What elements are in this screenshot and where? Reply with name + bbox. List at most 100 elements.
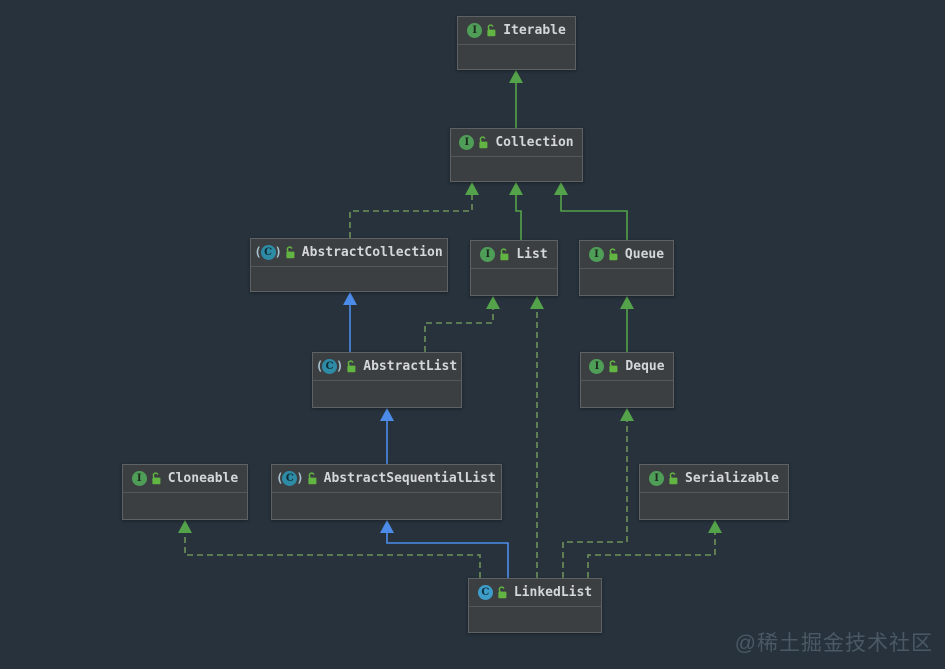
interface-icon: I <box>467 23 483 38</box>
public-unlocked-icon <box>609 360 618 373</box>
class-name-label: Cloneable <box>167 471 239 486</box>
abstract-paren-left: ( <box>254 245 262 259</box>
class-icon: C <box>477 585 493 600</box>
edge-abstract-collection-implements-collection <box>349 195 473 238</box>
arrowhead-list-to-collection <box>509 182 523 195</box>
abstract-class-icon: (C) <box>276 471 304 486</box>
class-node-list[interactable]: I List <box>470 240 558 296</box>
node-header[interactable]: C LinkedList <box>469 579 601 607</box>
abstract-paren-left: ( <box>315 359 324 373</box>
class-node-serializable[interactable]: I Serializable <box>639 464 789 520</box>
public-unlocked-icon <box>347 360 356 373</box>
icon-group: (C) <box>254 245 295 260</box>
node-header[interactable]: I Cloneable <box>123 465 247 493</box>
arrowhead-queue-to-collection <box>554 182 568 195</box>
class-name-label: LinkedList <box>513 585 593 600</box>
class-node-deque[interactable]: I Deque <box>580 352 674 408</box>
node-body <box>471 269 557 295</box>
icon-group: I <box>459 135 489 150</box>
node-header[interactable]: I Collection <box>451 129 582 157</box>
node-body <box>580 269 673 295</box>
icon-group: I <box>131 471 162 486</box>
abstract-paren-right: ) <box>336 359 344 373</box>
watermark: @稀土掘金技术社区 <box>734 632 933 655</box>
class-name-label: Deque <box>625 359 665 374</box>
class-node-iterable[interactable]: I Iterable <box>457 16 576 70</box>
node-body <box>272 493 501 519</box>
interface-icon: I <box>649 471 665 486</box>
class-name-label: List <box>516 247 548 262</box>
public-unlocked-icon <box>669 472 678 485</box>
node-header[interactable]: (C) AbstractList <box>313 353 461 381</box>
node-header[interactable]: I Deque <box>581 353 673 381</box>
public-unlocked-icon <box>487 24 496 37</box>
class-node-abstract-sequential-list[interactable]: (C) AbstractSequentialList <box>271 464 502 520</box>
class-name-label: Collection <box>495 135 574 150</box>
class-node-queue[interactable]: I Queue <box>579 240 674 296</box>
class-name-label: Iterable <box>503 23 566 38</box>
node-body <box>123 493 247 519</box>
interface-icon: I <box>588 247 604 262</box>
public-unlocked-icon <box>152 472 161 485</box>
node-header[interactable]: I Serializable <box>640 465 788 493</box>
interface-icon: I <box>459 135 475 150</box>
abstract-paren-right: ) <box>296 471 304 485</box>
icon-group: I <box>589 359 619 374</box>
arrowhead-collection-to-iterable <box>509 70 523 83</box>
public-unlocked-icon <box>498 586 507 599</box>
node-body <box>469 607 601 632</box>
arrowhead-abstract-list-to-abstract-collection <box>343 292 357 305</box>
arrowhead-abstract-list-to-list <box>486 296 500 309</box>
node-header[interactable]: (C) AbstractCollection <box>251 239 447 267</box>
node-header[interactable]: I List <box>471 241 557 269</box>
node-header[interactable]: I Iterable <box>458 17 575 45</box>
node-header[interactable]: (C) AbstractSequentialList <box>272 465 501 493</box>
abstract-paren-left: ( <box>276 471 284 485</box>
icon-group: I <box>467 23 497 38</box>
edge-linked-list-extends-abstract-sequential-list <box>386 533 509 578</box>
class-name-label: Serializable <box>685 471 779 486</box>
class-name-label: AbstractList <box>363 359 458 374</box>
edge-linked-list-implements-deque <box>562 421 628 578</box>
class-node-abstract-collection[interactable]: (C) AbstractCollection <box>250 238 448 292</box>
public-unlocked-icon <box>609 248 618 261</box>
arrowhead-abstract-collection-to-collection <box>465 182 479 195</box>
edge-linked-list-implements-cloneable <box>184 533 481 578</box>
node-body <box>251 267 447 291</box>
arrowhead-deque-to-queue <box>620 296 634 309</box>
class-name-label: Queue <box>624 247 665 262</box>
edge-list-extends-collection <box>515 195 522 240</box>
icon-group: (C) <box>276 471 317 486</box>
icon-group: I <box>588 247 619 262</box>
class-node-cloneable[interactable]: I Cloneable <box>122 464 248 520</box>
abstract-class-icon: (C) <box>315 359 344 374</box>
public-unlocked-icon <box>500 248 509 261</box>
arrowhead-linked-list-to-list <box>530 296 544 309</box>
public-unlocked-icon <box>308 472 317 485</box>
public-unlocked-icon <box>286 246 295 259</box>
edge-queue-extends-collection <box>560 195 628 240</box>
arrowhead-linked-list-to-deque <box>620 408 634 421</box>
icon-group: I <box>480 247 510 262</box>
class-name-label: AbstractCollection <box>301 245 443 260</box>
class-node-collection[interactable]: I Collection <box>450 128 583 182</box>
arrowhead-linked-list-to-serializable <box>708 520 722 533</box>
interface-icon: I <box>589 359 605 374</box>
arrowhead-abstract-sequential-list-to-abstract-list <box>380 408 394 421</box>
class-node-linked-list[interactable]: C LinkedList <box>468 578 602 633</box>
node-header[interactable]: I Queue <box>580 241 673 269</box>
abstract-paren-right: ) <box>274 245 282 259</box>
icon-group: C <box>477 585 508 600</box>
icon-group: (C) <box>315 359 357 374</box>
class-name-label: AbstractSequentialList <box>323 471 496 486</box>
node-body <box>451 157 582 181</box>
icon-group: I <box>649 471 679 486</box>
node-body <box>313 381 461 407</box>
node-body <box>640 493 788 519</box>
class-node-abstract-list[interactable]: (C) AbstractList <box>312 352 462 408</box>
interface-icon: I <box>480 247 496 262</box>
edge-abstract-list-implements-list <box>424 309 494 352</box>
arrowhead-linked-list-to-cloneable <box>178 520 192 533</box>
